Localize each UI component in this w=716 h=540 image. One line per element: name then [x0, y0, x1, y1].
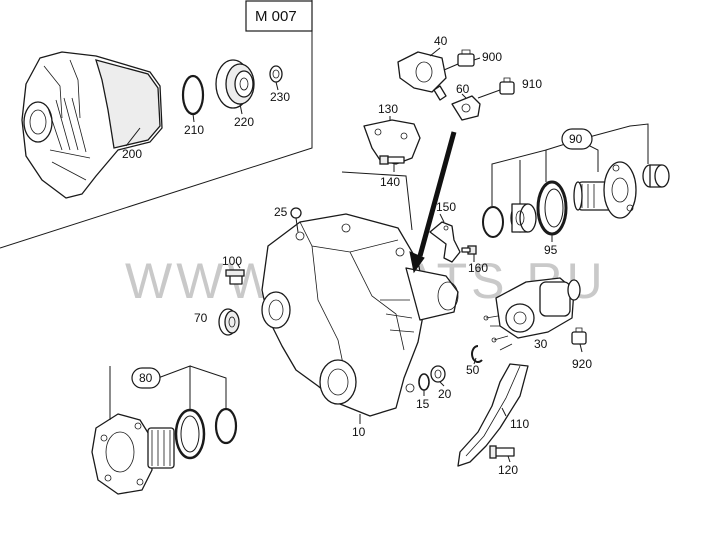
callout-200[interactable]: 200	[122, 147, 142, 161]
part-200-housing	[21, 51, 163, 199]
inset-frame	[0, 0, 313, 249]
callout-920[interactable]: 920	[572, 357, 592, 371]
part-90-bearing	[510, 203, 537, 233]
callout-220[interactable]: 220	[234, 115, 254, 129]
callout-25[interactable]: 25	[274, 205, 288, 219]
callout-120[interactable]: 120	[498, 463, 518, 477]
part-70-shaft-seal	[218, 308, 240, 336]
part-90-cap	[642, 164, 670, 188]
part-15-washer	[418, 373, 430, 391]
part-920-connector	[571, 327, 587, 345]
part-130-bracket	[363, 119, 421, 165]
part-220-flange	[215, 59, 255, 109]
part-40-sensor	[397, 51, 447, 101]
callout-80[interactable]: 80	[139, 371, 153, 385]
callout-160[interactable]: 160	[468, 261, 488, 275]
part-90-flange	[573, 161, 637, 219]
callout-60[interactable]: 60	[456, 82, 470, 96]
part-150-clip	[429, 221, 461, 263]
group-code-box	[245, 0, 313, 32]
part-20-plug	[430, 365, 446, 383]
callout-210[interactable]: 210	[184, 123, 204, 137]
part-80-output-flange	[91, 413, 175, 495]
callout-95[interactable]: 95	[544, 243, 558, 257]
part-90-o-ring	[482, 206, 504, 238]
callout-90[interactable]: 90	[569, 132, 583, 146]
callout-10[interactable]: 10	[352, 425, 366, 439]
callout-140[interactable]: 140	[380, 175, 400, 189]
part-10-transfer-case	[261, 213, 459, 417]
group-code-label: M 007	[255, 8, 297, 25]
callout-130[interactable]: 130	[378, 102, 398, 116]
callout-110[interactable]: 110	[510, 417, 529, 431]
part-910-connector	[499, 77, 515, 95]
part-900-connector	[457, 49, 481, 67]
assembly-arrow	[417, 131, 457, 257]
callout-90-bubble	[561, 128, 593, 150]
callout-80-bubble	[131, 367, 161, 389]
callout-50[interactable]: 50	[466, 363, 480, 377]
callout-910[interactable]: 910	[522, 77, 542, 91]
part-30-actuator-motor	[483, 277, 581, 351]
part-230-seal	[269, 65, 283, 83]
callout-70[interactable]: 70	[194, 311, 208, 325]
callout-100[interactable]: 100	[222, 254, 242, 268]
callout-15[interactable]: 15	[416, 397, 430, 411]
part-120-bolt	[489, 445, 515, 459]
part-80-o-ring	[214, 407, 238, 445]
part-210-snap-ring	[181, 74, 205, 116]
callout-30[interactable]: 30	[534, 337, 548, 351]
part-100-bolt	[225, 269, 245, 285]
part-25-plug	[290, 207, 302, 233]
callout-150[interactable]: 150	[436, 200, 456, 214]
part-95-seal	[536, 180, 568, 236]
part-80-seal-ring	[174, 408, 206, 460]
part-60-sensor	[451, 95, 481, 121]
callout-40[interactable]: 40	[434, 34, 448, 48]
part-110-bracket	[457, 363, 529, 467]
callout-900[interactable]: 900	[482, 50, 502, 64]
part-140-screw	[379, 155, 405, 165]
callout-230[interactable]: 230	[270, 90, 290, 104]
part-160-bolt	[461, 245, 477, 255]
callout-20[interactable]: 20	[438, 387, 452, 401]
part-50-circlip	[471, 345, 483, 363]
